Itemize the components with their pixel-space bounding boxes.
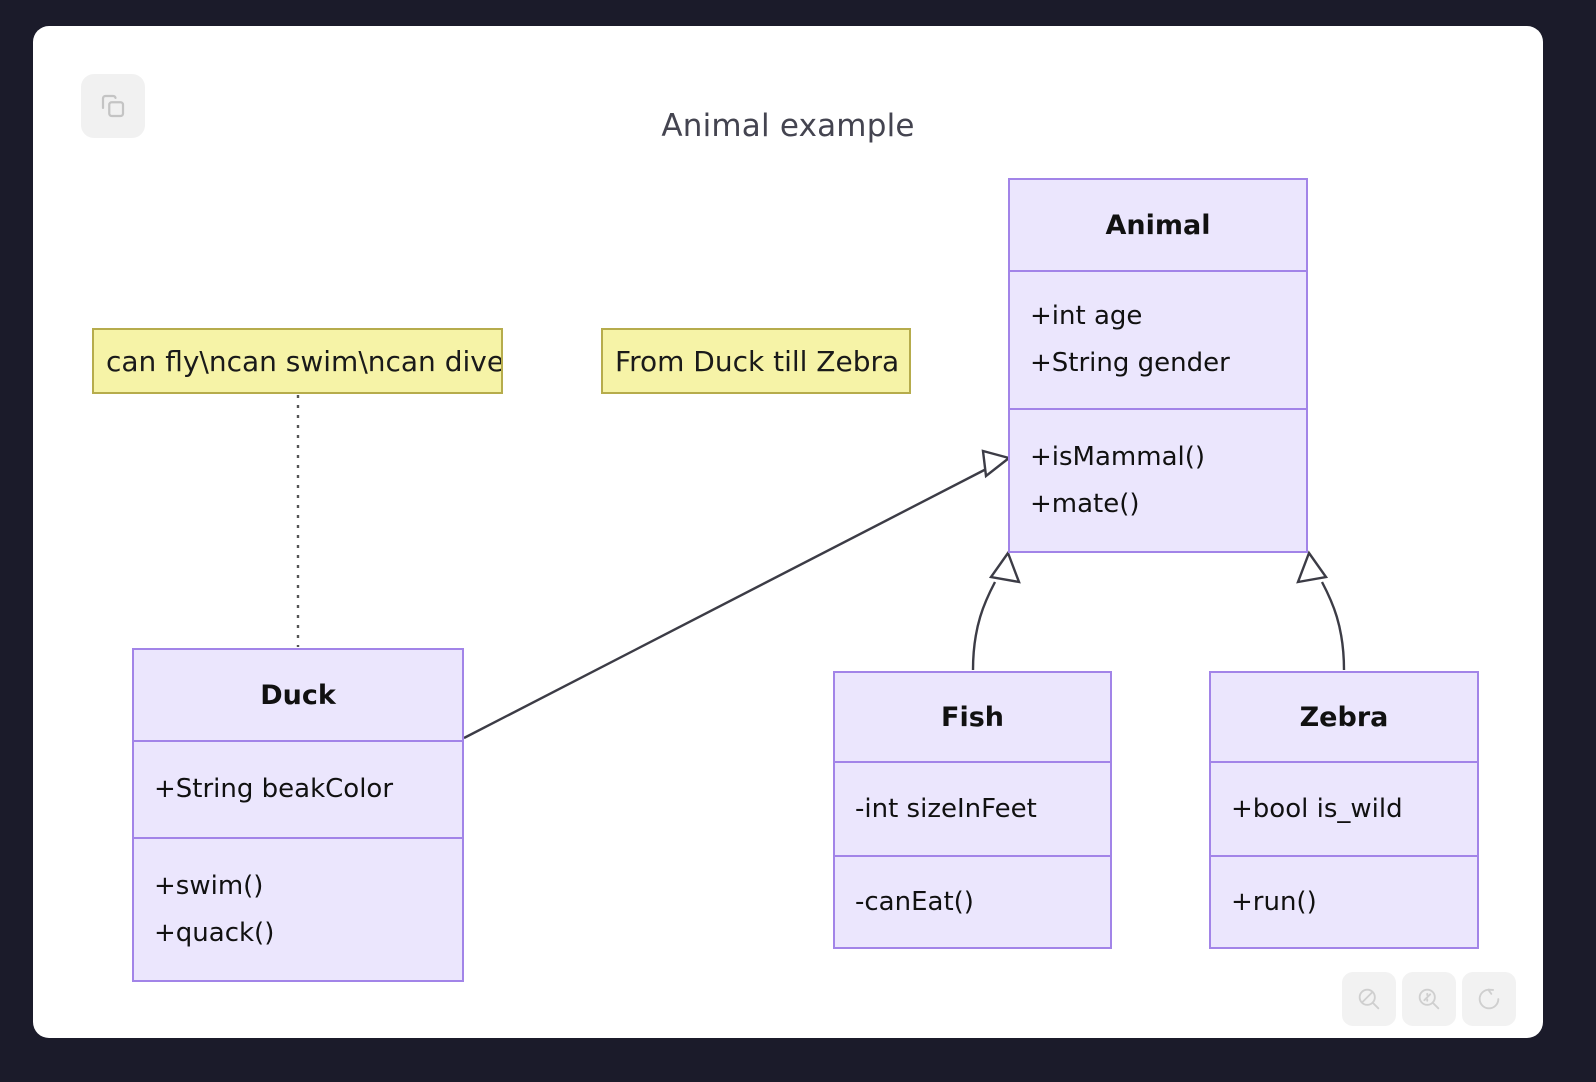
- reset-view-icon: [1475, 985, 1503, 1013]
- page-title: Animal example: [661, 108, 915, 144]
- class-method: +quack(): [154, 917, 275, 948]
- class-attribute: +bool is_wild: [1231, 793, 1403, 824]
- class-methods: +isMammal() +mate(): [1010, 408, 1306, 551]
- inheritance-fish-animal: [971, 581, 997, 671]
- class-method: +run(): [1231, 886, 1317, 917]
- class-node-animal[interactable]: Animal +int age +String gender +isMammal…: [1008, 178, 1308, 553]
- diagram-canvas[interactable]: Animal example can fly\ncan swim\ncan di…: [33, 26, 1543, 1038]
- class-method: +isMammal(): [1030, 441, 1206, 472]
- class-attribute: +String beakColor: [154, 774, 394, 805]
- class-title: Duck: [134, 650, 462, 742]
- class-attribute: -int sizeInFeet: [855, 793, 1037, 824]
- class-node-zebra[interactable]: Zebra +bool is_wild +run(): [1209, 671, 1479, 949]
- note-can-fly[interactable]: can fly\ncan swim\ncan dive: [92, 328, 503, 394]
- copy-button[interactable]: [81, 74, 145, 138]
- class-attributes: +String beakColor: [134, 742, 462, 837]
- class-attributes: +bool is_wild: [1211, 763, 1477, 855]
- copy-icon: [98, 91, 128, 121]
- zoom-in-icon: [1415, 985, 1443, 1013]
- class-attributes: -int sizeInFeet: [835, 763, 1110, 855]
- class-method: -canEat(): [855, 886, 974, 917]
- zoom-out-button[interactable]: [1342, 972, 1396, 1026]
- inheritance-arrowhead-duck: [981, 449, 1012, 479]
- note-from-duck-till-zebra[interactable]: From Duck till Zebra: [601, 328, 911, 394]
- class-methods: +swim() +quack(): [134, 837, 462, 980]
- view-controls: [1342, 972, 1516, 1026]
- class-method: +swim(): [154, 870, 264, 901]
- zoom-in-button[interactable]: [1402, 972, 1456, 1026]
- note-text: From Duck till Zebra: [615, 344, 900, 378]
- class-title: Fish: [835, 673, 1110, 763]
- class-title: Animal: [1010, 180, 1306, 272]
- inheritance-arrowhead-fish: [988, 550, 1021, 584]
- inheritance-zebra-animal: [1320, 581, 1346, 671]
- class-methods: -canEat(): [835, 855, 1110, 947]
- class-node-fish[interactable]: Fish -int sizeInFeet -canEat(): [833, 671, 1112, 949]
- reset-view-button[interactable]: [1462, 972, 1516, 1026]
- class-node-duck[interactable]: Duck +String beakColor +swim() +quack(): [132, 648, 464, 982]
- inheritance-arrowhead-zebra: [1296, 550, 1329, 584]
- class-title: Zebra: [1211, 673, 1477, 763]
- class-attribute: +int age: [1030, 301, 1143, 332]
- zoom-out-icon: [1355, 985, 1383, 1013]
- class-attribute: +String gender: [1030, 348, 1230, 378]
- class-attributes: +int age +String gender: [1010, 272, 1306, 408]
- class-method: +mate(): [1030, 488, 1140, 519]
- class-methods: +run(): [1211, 855, 1477, 947]
- note-text: can fly\ncan swim\ncan dive: [106, 344, 503, 378]
